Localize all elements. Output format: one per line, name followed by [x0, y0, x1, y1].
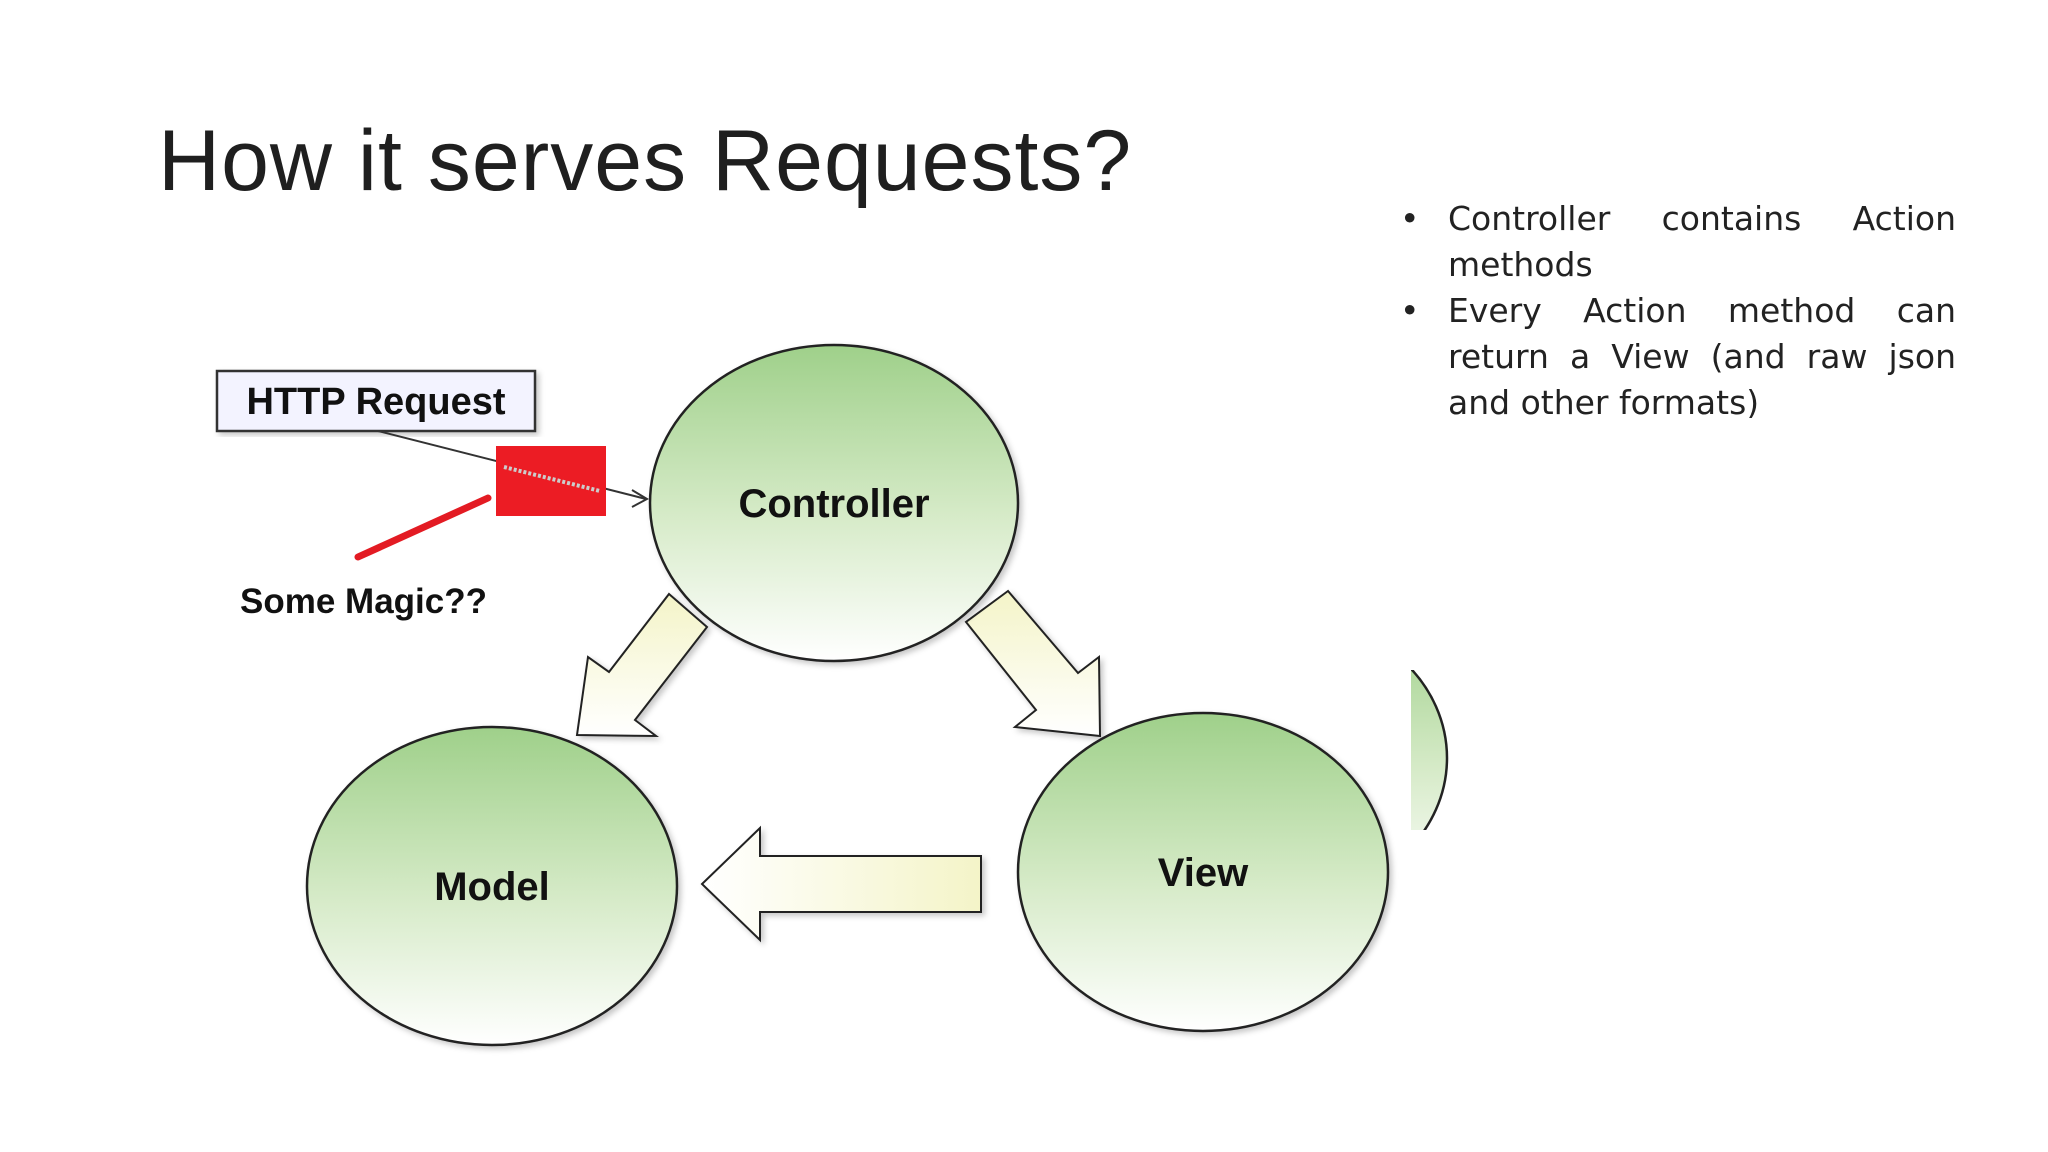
- view-label: View: [1158, 851, 1249, 895]
- arrow-controller-to-view: [964, 589, 1102, 738]
- mvc-diagram: HTTP Request Some Magic?? Controlle: [215, 343, 1449, 1047]
- arrow-view-to-model: [700, 825, 982, 943]
- bullet-list: Controller contains Action methods Every…: [1398, 196, 1956, 418]
- slide-title: How it serves Requests?: [158, 113, 1133, 209]
- http-request-label: HTTP Request: [246, 381, 505, 423]
- red-redaction-box: [496, 446, 606, 516]
- view-node: View: [1016, 711, 1390, 1033]
- controller-label: Controller: [738, 482, 929, 526]
- arrow-controller-to-model: [575, 592, 709, 738]
- red-pointer-line: [354, 494, 492, 561]
- cropped-partial-node: [1411, 670, 1449, 830]
- controller-node: Controller: [648, 343, 1020, 663]
- bullet-item: Every Action method can return a View (a…: [1398, 288, 1956, 418]
- http-request-box: HTTP Request: [215, 369, 537, 433]
- bullet-item: Controller contains Action methods: [1398, 196, 1956, 288]
- magic-label: Some Magic??: [240, 582, 487, 621]
- redacted-arrow-segment: [503, 465, 601, 493]
- model-label: Model: [434, 865, 550, 909]
- model-node: Model: [305, 725, 679, 1047]
